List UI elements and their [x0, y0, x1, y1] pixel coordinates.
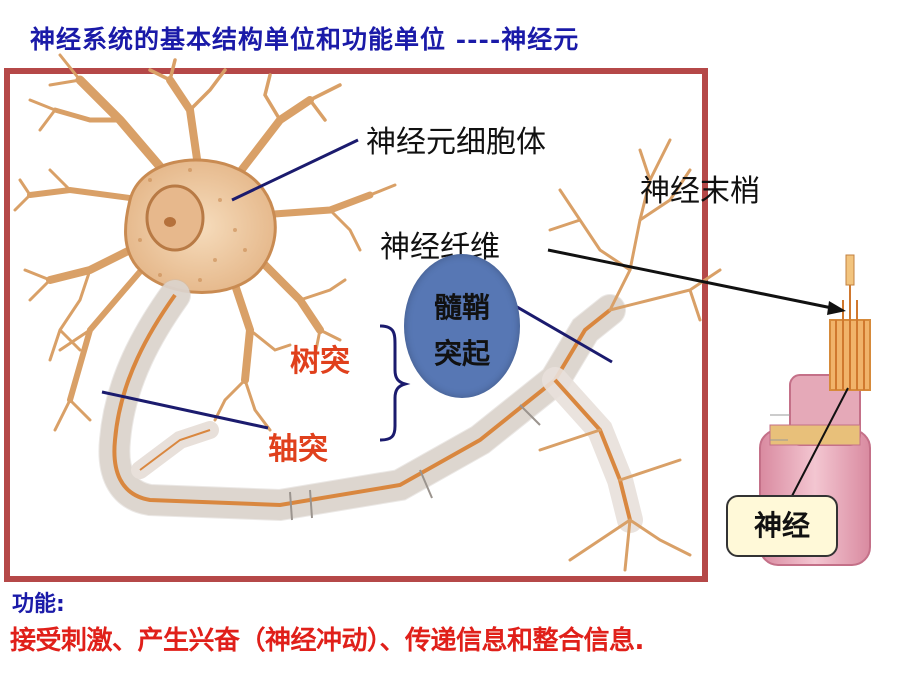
nerve-label: 神经 — [753, 509, 810, 542]
function-text: 接受刺激、产生兴奋（神经冲动）、传递信息和整合信息. — [10, 626, 644, 656]
axon-fiber — [98, 279, 643, 533]
fiber-arrow — [547, 248, 846, 315]
function-heading: 功能: — [12, 592, 65, 617]
cell-body-label: 神经元细胞体 — [366, 125, 546, 160]
dendrite-label: 树突 — [290, 344, 350, 379]
page-title: 神经系统的基本结构单位和功能单位 ----神经元 — [30, 25, 580, 54]
nerve-label-box: 神经 — [726, 495, 838, 557]
pointer-lines — [101, 138, 613, 430]
brace — [379, 324, 411, 442]
axon-label: 轴突 — [268, 432, 328, 467]
nucleus — [145, 184, 205, 252]
nerve-ending-label: 神经末梢 — [640, 174, 760, 209]
myelin-sheath-marker: 髓鞘 突起 — [404, 254, 520, 398]
nerve-pointer — [791, 387, 849, 497]
process-label: 突起 — [433, 337, 490, 370]
nerve-endings — [538, 138, 722, 572]
diagram-frame — [4, 68, 708, 582]
myelin-label: 髓鞘 — [433, 291, 490, 324]
